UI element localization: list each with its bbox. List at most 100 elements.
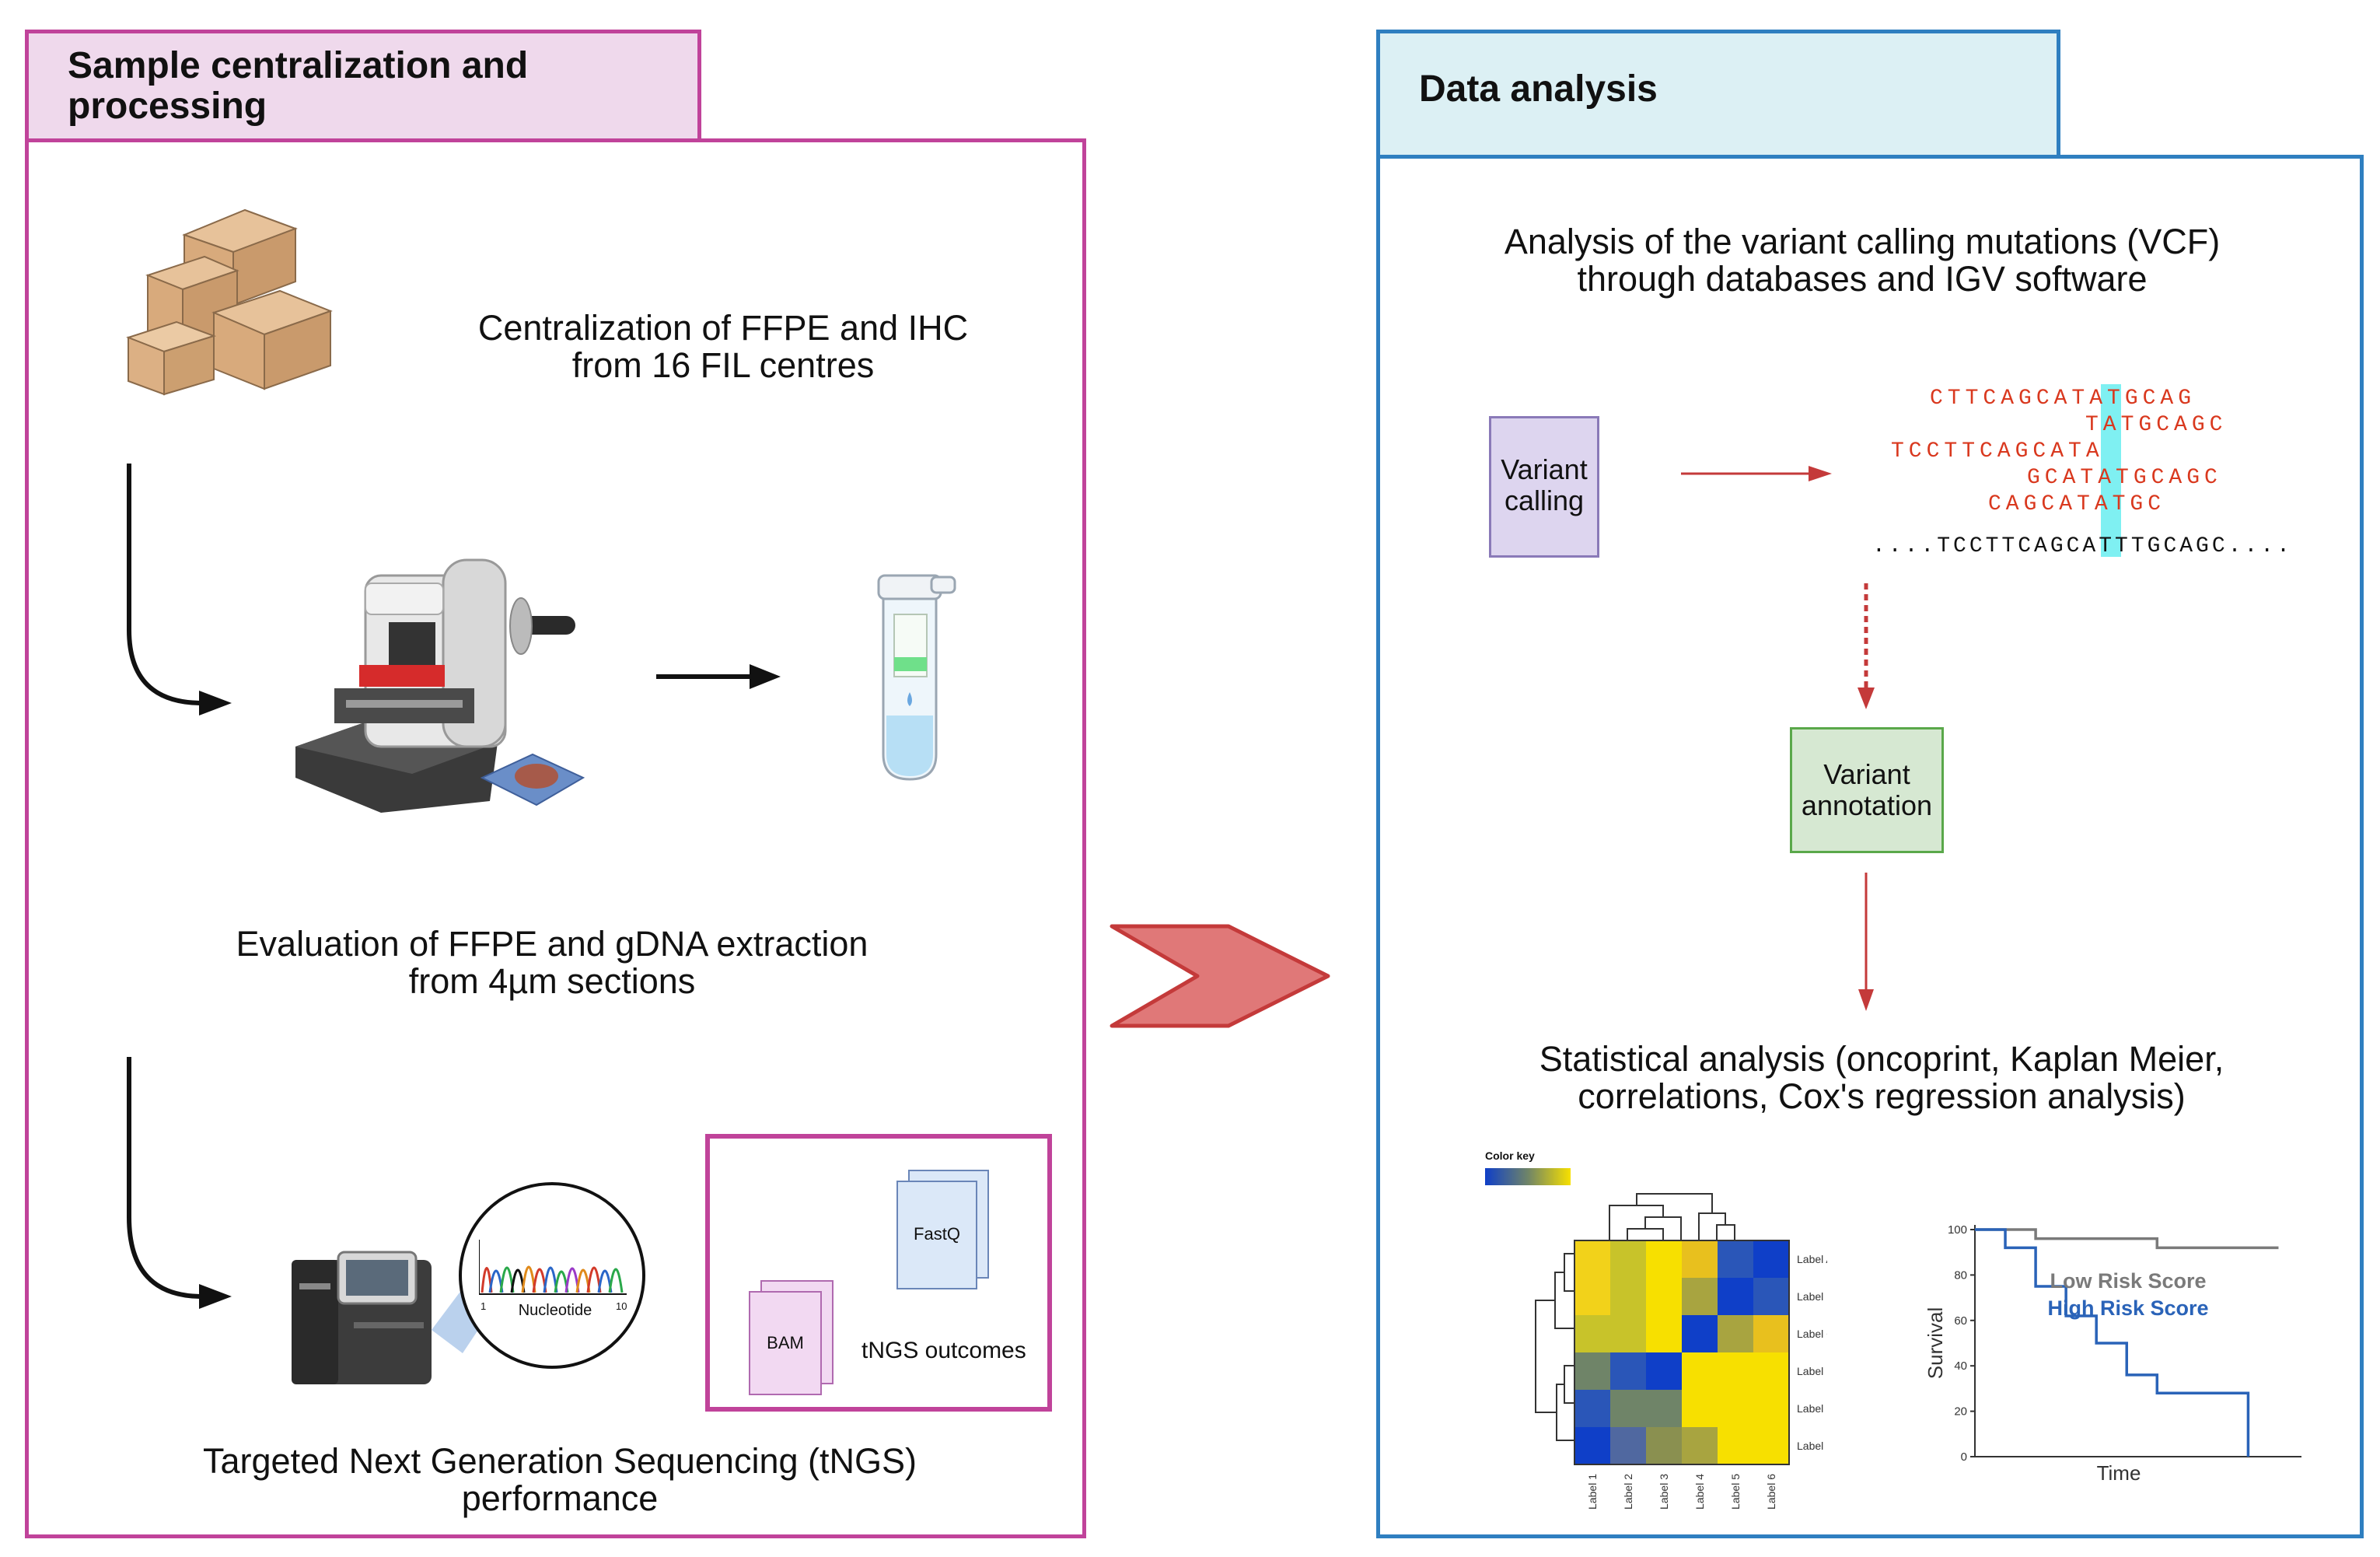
heatmap-cell [1753,1315,1789,1352]
boxes-icon [126,208,333,396]
heatmap-cell [1574,1278,1610,1315]
curved-arrow-1 [127,464,232,716]
heatmap-col-label: Label 2 [1622,1474,1634,1510]
tngs-line-1: Targeted Next Generation Sequencing (tNG… [203,1441,917,1481]
fastq-file: FastQ [896,1181,977,1289]
variant-annotation-line-2: annotation [1801,789,1933,821]
heatmap-col-label: Label 3 [1658,1474,1670,1510]
heatmap-cell [1574,1427,1610,1464]
color-key-label: Color key [1485,1149,1535,1162]
heatmap-row-label: Label F [1797,1440,1827,1452]
chromatogram-tick-start: 1 [481,1300,487,1312]
heatmap-cell [1682,1315,1718,1352]
heatmap-cell [1646,1390,1682,1427]
heatmap-cell [1610,1427,1646,1464]
read-5: CAGCATATGC [1988,492,2166,516]
km-y-tick-label: 40 [1954,1359,1967,1373]
reference-sequence: ....TCCTTCAGCATTTGCAGC.... [1872,534,2293,558]
chromatogram-tick-end: 10 [616,1300,627,1312]
heatmap-cell [1753,1352,1789,1390]
tngs-outcomes-label: tNGS outcomes [861,1338,1026,1363]
heatmap: Label ALabel BLabel CLabel DLabel ELabel… [1535,1193,1827,1510]
heatmap-border [1574,1240,1790,1465]
vcf-line-1: Analysis of the variant calling mutation… [1504,222,2221,261]
read-2: TATGCAGC [2085,413,2228,437]
heatmap-row-label: Label B [1797,1290,1827,1303]
left-panel-title: Sample centralization and processing [68,46,627,127]
km-y-tick-label: 60 [1954,1314,1967,1328]
stats-text: Statistical analysis (oncoprint, Kaplan … [1462,1041,2301,1115]
evaluation-line-2: from 4µm sections [408,961,696,1001]
variant-highlight [2101,384,2121,557]
heatmap-cell [1610,1240,1646,1278]
dotted-arrow [1858,583,1875,709]
heatmap-cell [1718,1315,1753,1352]
chromatogram [479,1240,627,1295]
heatmap-cell [1610,1315,1646,1352]
chevron-arrow-icon [1110,924,1330,1028]
right-panel-title: Data analysis [1419,68,1658,110]
heatmap-cell [1718,1427,1753,1464]
microtome-icon [295,558,585,813]
heatmap-col-label: Label 1 [1586,1474,1599,1510]
heatmap-cell [1610,1352,1646,1390]
variant-annotation-box: Variant annotation [1790,727,1944,853]
stats-line-1: Statistical analysis (oncoprint, Kaplan … [1539,1039,2224,1079]
heatmap-cell [1682,1427,1718,1464]
km-y-tick-label: 100 [1948,1223,1967,1237]
variant-calling-line-2: calling [1504,485,1585,516]
heatmap-cell [1682,1240,1718,1278]
variant-annotation-line-1: Variant [1823,758,1910,790]
heatmap-cell [1646,1352,1682,1390]
km-series-line [1975,1228,2250,1457]
vcf-text: Analysis of the variant calling mutation… [1462,223,2263,298]
km-series [1975,1228,2279,1457]
centralization-text: Centralization of FFPE and IHC from 16 F… [420,310,1026,384]
heatmap-cell [1646,1315,1682,1352]
heatmap-cell [1646,1240,1682,1278]
heatmap-cell [1574,1352,1610,1390]
heatmap-cell [1718,1278,1753,1315]
read-3: TCCTTCAGCATA [1891,439,2104,464]
tube-icon [877,574,956,781]
evaluation-line-1: Evaluation of FFPE and gDNA extraction [236,924,868,964]
read-4: GCATATGCAGC [2027,466,2222,490]
heatmap-cell [1682,1278,1718,1315]
km-x-label: Time [2097,1461,2141,1485]
heatmap-cell [1610,1390,1646,1427]
km-series-line [1975,1228,2279,1250]
left-panel-title-text: Sample centralization and processing [68,45,529,127]
bam-file: BAM [749,1291,822,1395]
km-y-tick-label: 20 [1954,1405,1967,1419]
tngs-outcomes-box: FastQ BAM tNGS outcomes [705,1134,1052,1412]
arrow-to-reads [1681,466,1832,481]
heatmap-row-label: Label E [1797,1402,1827,1415]
heatmap-cell [1610,1278,1646,1315]
read-1: CTTCAGCATATGCAG [1930,387,2197,411]
heatmap-cell [1753,1278,1789,1315]
heatmap-cell [1574,1240,1610,1278]
heatmap-cell [1718,1240,1753,1278]
heatmap-cell [1682,1390,1718,1427]
km-y-tick-label: 0 [1961,1450,1967,1464]
heatmap-cell [1753,1240,1789,1278]
heatmap-cell [1718,1352,1753,1390]
heatmap-cell [1646,1427,1682,1464]
heatmap-cell [1753,1427,1789,1464]
variant-calling-box: Variant calling [1489,416,1599,558]
vcf-line-2: through databases and IGV software [1577,259,2148,299]
km-legend-entry: High Risk Score [2047,1296,2208,1320]
heatmap-row-labels: Label ALabel BLabel CLabel DLabel ELabel… [1797,1253,1827,1452]
fastq-label: FastQ [914,1224,960,1244]
heatmap-row-label: Label D [1797,1365,1827,1377]
chromatogram-label: Nucleotide [518,1302,592,1319]
variant-calling-line-1: Variant [1501,453,1588,485]
heatmap-col-label: Label 4 [1693,1474,1706,1510]
tngs-line-2: performance [461,1478,659,1518]
evaluation-text: Evaluation of FFPE and gDNA extraction f… [194,925,910,1000]
bam-label: BAM [767,1333,804,1352]
